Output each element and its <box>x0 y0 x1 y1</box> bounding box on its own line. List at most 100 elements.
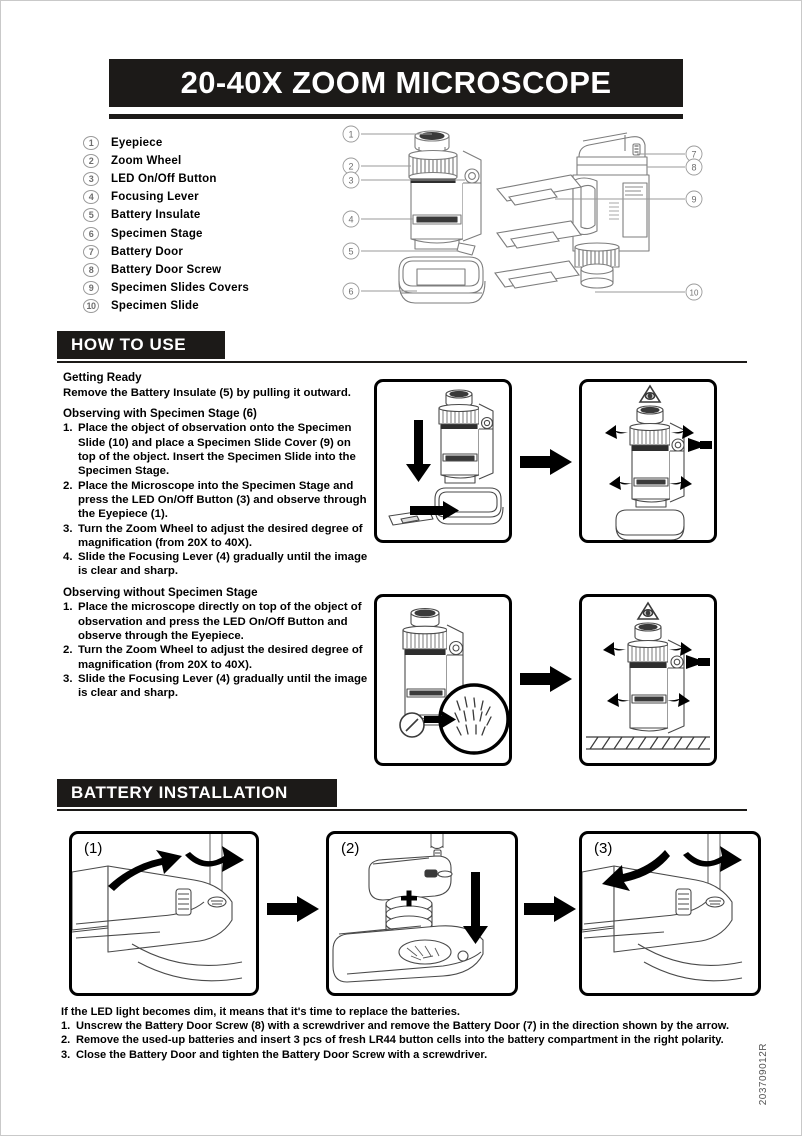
section-title-battery: BATTERY INSTALLATION <box>71 783 288 802</box>
step-number: 1. <box>63 601 73 614</box>
numbered-step: 2.Place the Microscope into the Specimen… <box>63 479 368 522</box>
part-label: Specimen Slide <box>111 299 199 312</box>
numbered-step: 1.Place the microscope directly on top o… <box>63 600 368 643</box>
part-label: Focusing Lever <box>111 191 199 204</box>
diagram-callout-8: 8 <box>691 163 696 173</box>
step-number: 1. <box>63 422 73 435</box>
part-label: Battery Insulate <box>111 209 201 222</box>
battery-panel-3-label: (3) <box>594 840 613 857</box>
battery-panel-1-label: (1) <box>84 840 103 857</box>
subheading-with-stage: Observing with Specimen Stage (6) <box>63 406 257 420</box>
diagram-callout-1: 1 <box>348 130 353 140</box>
part-list-item: 4 Focusing Lever <box>83 188 333 206</box>
part-label: Eyepiece <box>111 137 163 150</box>
step-number: 2. <box>61 1034 71 1047</box>
part-list-item: 2 Zoom Wheel <box>83 152 333 170</box>
without-stage-step-list: 1.Place the microscope directly on top o… <box>63 600 368 700</box>
section-header-battery-installation: BATTERY INSTALLATION <box>57 779 337 807</box>
step-text: Place the Microscope into the Specimen S… <box>78 479 367 521</box>
step-text: Slide the Focusing Lever (4) gradually u… <box>78 672 368 700</box>
exploded-parts-diagram: 1 2 3 4 5 6 7 8 9 10 <box>337 121 709 321</box>
flow-arrow-right-1 <box>520 449 574 475</box>
step-number: 3. <box>63 672 73 685</box>
numbered-step: 4. Slide the Focusing Lever (4) gradually… <box>63 550 368 579</box>
part-number-badge: 4 <box>83 190 99 205</box>
battery-panel-1: (1) <box>69 831 259 996</box>
battery-step-list: 1. Unscrew the Battery Door Screw (8) wit… <box>61 1019 771 1062</box>
step-number: 1. <box>61 1020 71 1033</box>
part-label: LED On/Off Button <box>111 173 217 186</box>
how-to-use-instructions: Getting Ready Remove the Battery Insulat… <box>63 371 368 700</box>
part-list-item: 8 Battery Door Screw <box>83 261 333 279</box>
part-list-item: 3 LED On/Off Button <box>83 170 333 188</box>
numbered-step: 1. Place the object of observation onto t… <box>63 421 368 478</box>
numbered-step: 2.Remove the used-up batteries and inser… <box>61 1033 771 1047</box>
part-label: Battery Door Screw <box>111 263 222 276</box>
numbered-step: 3. Close the Battery Door and tighten the… <box>61 1048 771 1062</box>
battery-notes: If the LED light becomes dim, it means t… <box>61 1005 771 1062</box>
battery-panel-2: (2) <box>326 831 518 996</box>
diagram-callout-7: 7 <box>691 150 696 160</box>
getting-ready-text: Remove the Battery Insulate (5) by pulli… <box>63 386 351 399</box>
part-label: Zoom Wheel <box>111 155 182 168</box>
step-text: Place the object of observation onto the… <box>78 422 356 478</box>
part-list-item: 5 Battery Insulate <box>83 206 333 224</box>
step-text: Unscrew the Battery Door Screw (8) with … <box>76 1020 730 1033</box>
part-number-badge: 5 <box>83 208 99 223</box>
product-code: 203709012R <box>758 1043 769 1106</box>
page-title-banner: 20-40X ZOOM MICROSCOPE <box>109 59 683 107</box>
title-underline-rule <box>109 113 683 119</box>
illustration-panel-adjust-on-surface <box>579 594 717 766</box>
subheading-getting-ready: Getting Ready <box>63 371 142 384</box>
flow-arrow-battery-2 <box>524 896 578 922</box>
step-text: Close the Battery Door and tighten the B… <box>76 1048 488 1061</box>
diagram-callout-5: 5 <box>348 247 353 257</box>
section-rule-battery <box>57 809 747 811</box>
numbered-step: 1. Unscrew the Battery Door Screw (8) wit… <box>61 1019 771 1033</box>
part-label: Specimen Slides Covers <box>111 281 249 294</box>
illustration-panel-adjust-on-stage <box>579 379 717 543</box>
step-number: 2. <box>63 644 73 657</box>
part-number-badge: 9 <box>83 280 99 295</box>
with-stage-step-list: 1. Place the object of observation onto t… <box>63 421 368 578</box>
part-number-badge: 8 <box>83 262 99 277</box>
part-number-badge: 1 <box>83 136 99 151</box>
diagram-callout-6: 6 <box>348 287 353 297</box>
diagram-callout-4: 4 <box>348 215 353 225</box>
diagram-callout-9: 9 <box>691 195 696 205</box>
subheading-without-stage: Observing without Specimen Stage <box>63 585 258 599</box>
step-number: 3. <box>63 522 73 535</box>
step-number: 4. <box>63 551 73 564</box>
section-header-how-to-use: HOW TO USE <box>57 331 225 359</box>
numbered-step: 3. Slide the Focusing Lever (4) gradually… <box>63 672 368 701</box>
diagram-callout-3: 3 <box>348 176 353 186</box>
part-list-item: 7 Battery Door <box>83 243 333 261</box>
part-list-item: 10 Specimen Slide <box>83 297 333 315</box>
flow-arrow-battery-1 <box>267 896 321 922</box>
part-number-badge: 3 <box>83 172 99 187</box>
battery-panel-3: (3) <box>579 831 761 996</box>
diagram-callout-10: 10 <box>690 289 699 298</box>
part-list-item: 1 Eyepiece <box>83 134 333 152</box>
part-number-badge: 2 <box>83 154 99 169</box>
illustration-panel-direct-object <box>374 594 512 766</box>
battery-panel-2-label: (2) <box>341 840 360 857</box>
flow-arrow-right-2 <box>520 666 574 692</box>
part-label: Specimen Stage <box>111 227 203 240</box>
numbered-step: 3.Turn the Zoom Wheel to adjust the desi… <box>63 522 368 551</box>
part-label: Battery Door <box>111 245 184 258</box>
diagram-callout-2: 2 <box>348 162 353 172</box>
section-rule-how-to-use <box>57 361 747 363</box>
part-number-badge: 10 <box>83 298 99 313</box>
illustration-panel-insert-slide <box>374 379 512 543</box>
section-title-how-to-use: HOW TO USE <box>71 335 187 354</box>
step-text: Turn the Zoom Wheel to adjust the desire… <box>78 644 363 671</box>
battery-intro-text: If the LED light becomes dim, it means t… <box>61 1006 461 1018</box>
step-number: 3. <box>61 1048 71 1061</box>
part-list-item: 9 Specimen Slides Covers <box>83 279 333 297</box>
numbered-step: 2. Turn the Zoom Wheel to adjust the desi… <box>63 643 368 672</box>
step-text: Slide the Focusing Lever (4) gradually u… <box>78 551 368 578</box>
part-number-badge: 7 <box>83 244 99 259</box>
